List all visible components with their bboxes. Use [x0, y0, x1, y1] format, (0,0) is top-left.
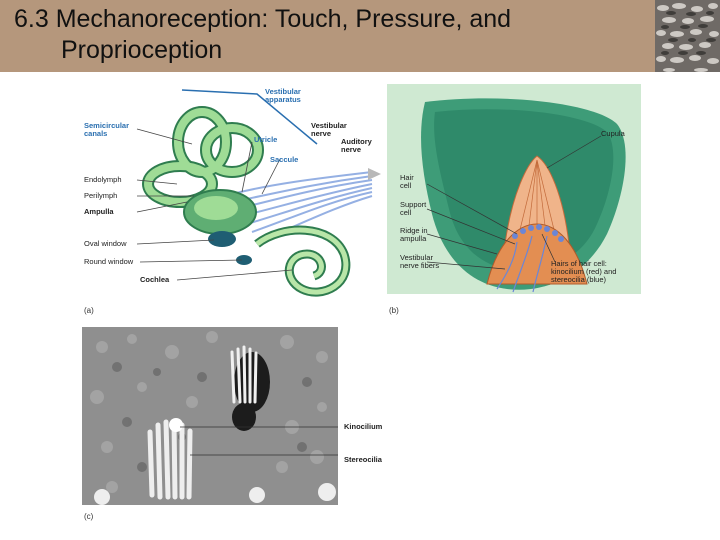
label-ampulla: Ampulla: [84, 207, 114, 216]
label-round-window: Round window: [84, 257, 134, 266]
slide-title: 6.3 Mechanoreception: Touch, Pressure, a…: [14, 4, 511, 66]
caption-a: (a): [84, 306, 94, 315]
hair-cell-micrograph: [82, 327, 338, 505]
label-hair-cell: Hair cell: [400, 173, 414, 190]
label-vestibular-nerve-fibers: Vestibular nerve fibers: [400, 253, 440, 270]
caption-b: (b): [389, 306, 399, 315]
caption-c: (c): [84, 512, 94, 521]
label-vestibular-apparatus: Vestibular apparatus: [265, 87, 301, 104]
label-semicircular-canals: Semicircular canals: [84, 121, 130, 138]
label-kinocilium: Kinocilium: [344, 422, 383, 431]
figure-c-micrograph: Kinocilium Stereocilia (c): [82, 327, 422, 527]
label-hairs-of-hair-cell: Hairs of hair cell: kinocilium (red) and…: [551, 259, 617, 284]
figure-b-ampulla: Cupula Hair cell Support cell Ridge in a…: [387, 84, 641, 316]
label-oval-window: Oval window: [84, 239, 127, 248]
label-utricle: Utricle: [254, 135, 278, 144]
label-endolymph: Endolymph: [84, 175, 122, 184]
ampulla-illustration: [387, 84, 641, 294]
label-auditory-nerve: Auditory nerve: [341, 137, 372, 154]
label-stereocilia: Stereocilia: [344, 455, 382, 464]
label-vestibular-nerve: Vestibular nerve: [311, 121, 347, 138]
slide-title-line2: Proprioception: [61, 36, 223, 64]
figure-a-inner-ear: Vestibular apparatus Semicircular canals…: [82, 84, 382, 316]
textured-thumbnail-image: [655, 0, 720, 72]
label-saccule: Saccule: [270, 155, 299, 164]
micrograph-leader-lines: [180, 426, 338, 456]
label-cupula: Cupula: [601, 129, 625, 138]
label-support-cell: Support cell: [400, 200, 427, 217]
inner-ear-illustration: [136, 89, 381, 297]
title-bar: 6.3 Mechanoreception: Touch, Pressure, a…: [0, 0, 720, 72]
label-ridge-in-ampulla: Ridge in ampulla: [400, 226, 428, 243]
label-perilymph: Perilymph: [84, 191, 118, 200]
label-cochlea: Cochlea: [140, 275, 170, 284]
slide-title-line1: 6.3 Mechanoreception: Touch, Pressure, a…: [14, 5, 512, 33]
